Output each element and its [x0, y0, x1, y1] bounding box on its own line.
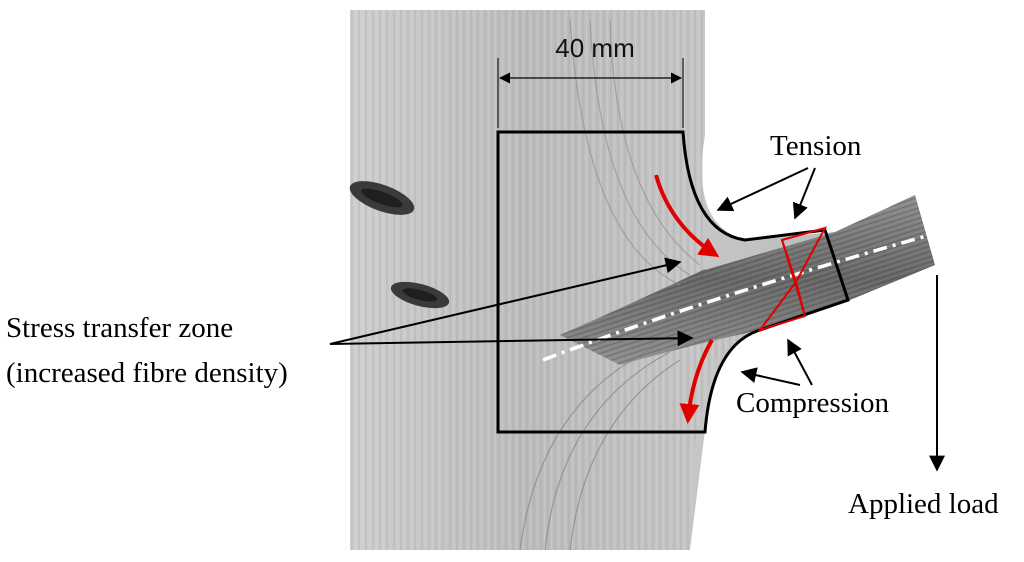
- applied-load-label: Applied load: [848, 488, 999, 520]
- stress-zone-label-line2: (increased fibre density): [6, 357, 288, 389]
- stress-zone-label-line1: Stress transfer zone: [6, 312, 233, 344]
- dimension-label: 40 mm: [555, 33, 634, 63]
- compression-label: Compression: [736, 387, 890, 419]
- tension-label: Tension: [770, 130, 862, 162]
- wood-specimen: [346, 10, 950, 555]
